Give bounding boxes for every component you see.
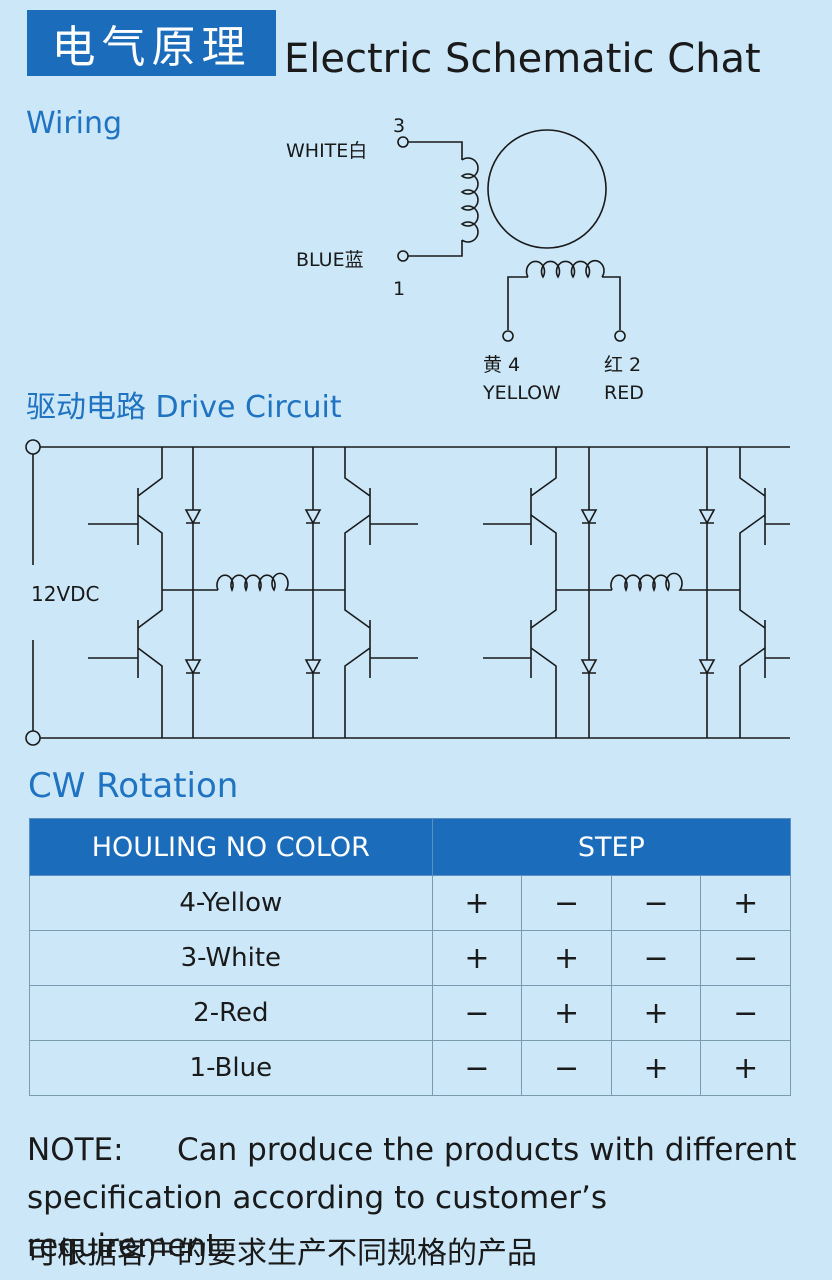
- step-cell: +: [700, 875, 791, 931]
- table-row: 1-Blue − − + +: [29, 1040, 791, 1096]
- step-cell: +: [610, 1040, 702, 1096]
- wiring-section-title: Wiring: [26, 106, 123, 141]
- pin-yellow-cn: 黄 4: [483, 354, 520, 376]
- row-label: 1-Blue: [29, 1040, 433, 1096]
- wire-yellow: [507, 276, 528, 330]
- row-label: 2-Red: [29, 985, 433, 1041]
- step-cell: +: [521, 985, 612, 1041]
- step-cell: +: [521, 930, 612, 986]
- note-label: NOTE:: [27, 1132, 124, 1168]
- supply-voltage-label: 12VDC: [31, 582, 100, 606]
- step-cell: −: [610, 875, 702, 931]
- coil-white-blue: [460, 157, 479, 243]
- table-row: 4-Yellow + − − +: [29, 875, 791, 931]
- terminal-red: [614, 330, 626, 342]
- note-paragraph: NOTE:Can produce the products with diffe…: [27, 1126, 817, 1270]
- step-sequence-table: HOULING NO COLOR STEP 4-Yellow + − − + 3…: [29, 818, 792, 1096]
- cw-rotation-table: HOULING NO COLOR STEP 4-Yellow + − − + 3…: [29, 818, 792, 1096]
- h-bridge-left: [88, 447, 418, 738]
- step-cell: −: [700, 930, 791, 986]
- terminal-yellow: [502, 330, 514, 342]
- step-cell: −: [521, 875, 612, 931]
- h-bridge-right: [483, 447, 790, 738]
- pin-red-cn: 红 2: [604, 354, 641, 376]
- terminal-positive: [25, 439, 41, 455]
- step-cell: −: [521, 1040, 612, 1096]
- row-label: 3-White: [29, 930, 433, 986]
- terminal-blue: [397, 250, 409, 262]
- page-title: Electric Schematic Chat: [284, 36, 761, 82]
- pin-red-en: RED: [604, 382, 644, 404]
- step-cell: +: [700, 1040, 791, 1096]
- table-row: 3-White + + − −: [29, 930, 791, 986]
- step-cell: −: [610, 930, 702, 986]
- step-cell: −: [431, 1040, 523, 1096]
- terminal-negative: [25, 730, 41, 746]
- row-label: 4-Yellow: [29, 875, 433, 931]
- cw-rotation-section-title: CW Rotation: [28, 766, 239, 806]
- step-cell: −: [700, 985, 791, 1041]
- pin-blue-number: 1: [393, 278, 405, 300]
- col-header-step: STEP: [431, 818, 792, 876]
- step-cell: −: [431, 985, 523, 1041]
- wire-white: [408, 141, 463, 160]
- note-text: Can produce the products with different …: [27, 1132, 797, 1264]
- schematic-diagram: 3 WHITE白 BLUE蓝 1 黄 4 YELLOW 红 2 RED 12VD…: [25, 115, 790, 746]
- step-cell: +: [431, 930, 523, 986]
- table-header-row: HOULING NO COLOR STEP: [29, 818, 792, 876]
- pin-white-label: WHITE白: [286, 140, 367, 162]
- coil-yellow-red: [525, 259, 605, 279]
- motor-rotor-circle: [487, 129, 607, 249]
- pin-yellow-en: YELLOW: [482, 382, 561, 404]
- pin-blue-label: BLUE蓝: [296, 249, 364, 271]
- step-cell: +: [431, 875, 523, 931]
- table-row: 2-Red − + + −: [29, 985, 791, 1041]
- header-tag: 电气原理: [27, 10, 276, 76]
- col-header-color: HOULING NO COLOR: [29, 818, 433, 876]
- step-cell: +: [610, 985, 702, 1041]
- terminal-white: [397, 136, 409, 148]
- wire-red: [602, 276, 621, 330]
- note-text-chinese: 可根据客户的要求生产不同规格的产品: [27, 1236, 537, 1271]
- wire-blue: [408, 240, 463, 257]
- pin-white-number: 3: [393, 115, 405, 137]
- drive-circuit-section-title: 驱动电路 Drive Circuit: [26, 390, 342, 425]
